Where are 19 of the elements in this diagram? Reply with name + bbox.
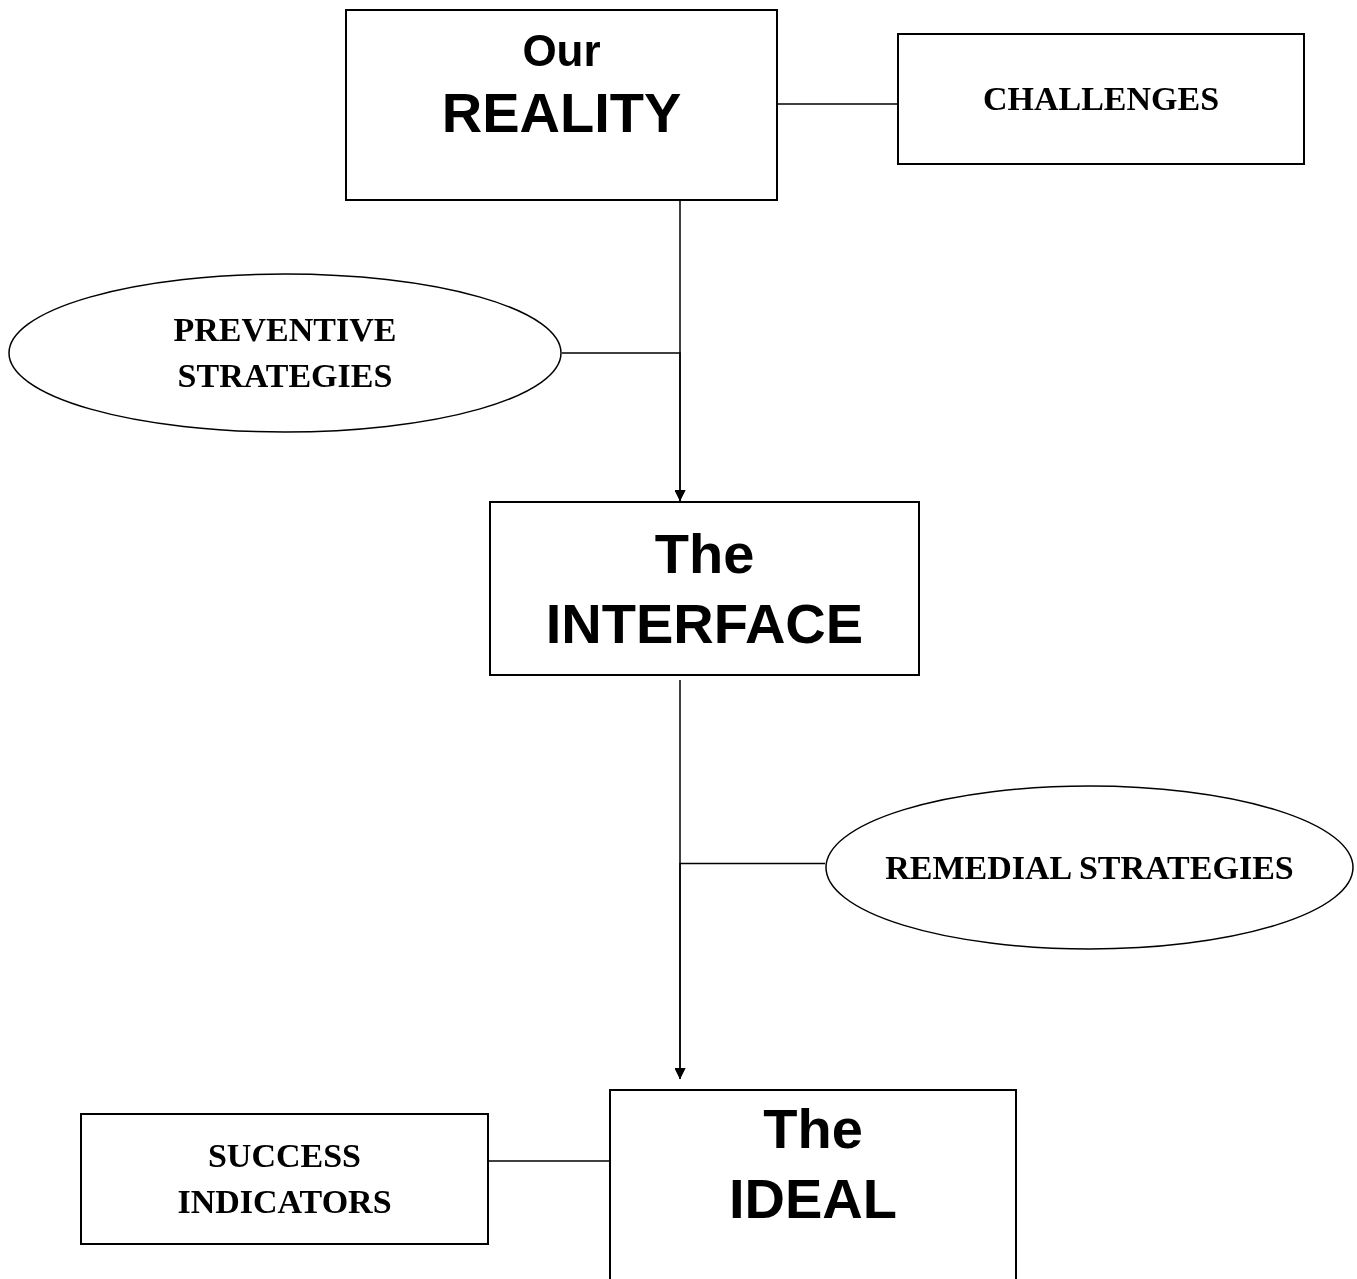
arrow <box>674 862 826 1080</box>
process-box <box>489 501 920 676</box>
node-label: INTERFACE <box>545 590 864 657</box>
arrow <box>561 352 686 502</box>
node-label: REALITY <box>441 79 682 146</box>
node-label: PREVENTIVE STRATEGIES <box>172 310 398 396</box>
node-label: SUCCESS INDICATORS <box>176 1136 393 1222</box>
node-label: CHALLENGES <box>982 79 1220 120</box>
connector-line <box>488 1160 610 1162</box>
node-label: IDEAL <box>729 1166 897 1232</box>
process-box <box>80 1113 489 1245</box>
node-label: Our <box>522 24 601 77</box>
process-box <box>345 9 778 201</box>
node-label: REMEDIAL STRATEGIES <box>885 847 1294 888</box>
process-box <box>609 1089 1017 1279</box>
connector-line <box>777 103 898 105</box>
node-label: The <box>763 1096 863 1162</box>
process-box <box>897 33 1305 165</box>
node-label: The <box>654 520 755 587</box>
